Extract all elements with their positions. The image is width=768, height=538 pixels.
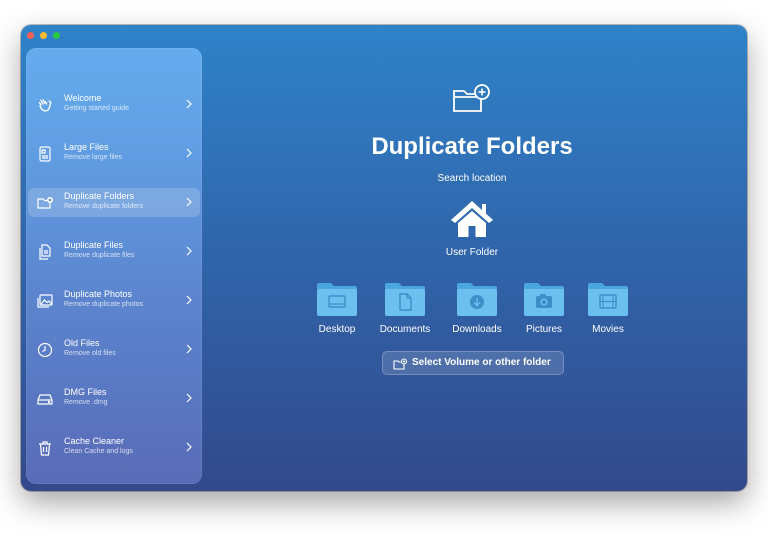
sidebar-item-title: Duplicate Photos (64, 289, 133, 299)
sidebar-item-title: Large Files (64, 142, 109, 152)
select-volume-button[interactable]: Select Volume or other folder (382, 351, 564, 375)
chevron-right-icon (186, 295, 192, 305)
folder-pictures[interactable]: Pictures (514, 281, 574, 335)
movies-folder-icon (578, 281, 638, 317)
chevron-right-icon (186, 99, 192, 109)
chevron-right-icon (186, 246, 192, 256)
sidebar-item-subtitle: Remove duplicate files (64, 252, 135, 259)
minimize-button[interactable] (40, 32, 47, 39)
sidebar-item-title: Duplicate Folders (64, 191, 135, 201)
drive-icon (36, 390, 54, 408)
folder-label: Documents (379, 324, 431, 335)
sidebar-item-subtitle: Remove duplicate photos (64, 301, 143, 308)
sidebar-item-dmg-files[interactable]: DMG Files Remove .dmg (28, 384, 200, 413)
chevron-right-icon (186, 148, 192, 158)
chevron-right-icon (186, 344, 192, 354)
sidebar-item-duplicate-folders[interactable]: Duplicate Folders Remove duplicate folde… (28, 188, 200, 217)
folder-label: Pictures (525, 324, 563, 335)
sidebar-item-duplicate-files[interactable]: Duplicate Files Remove duplicate files (28, 237, 200, 266)
folder-label: Movies (592, 324, 624, 335)
search-location-label: Search location (437, 173, 507, 184)
folder-plus-icon (393, 357, 408, 370)
folder-plus-icon (36, 194, 54, 212)
downloads-folder-icon (447, 281, 507, 317)
sidebar-item-subtitle: Remove old files (64, 350, 116, 357)
chevron-right-icon (186, 197, 192, 207)
window-controls (27, 32, 60, 39)
folder-plus-icon (451, 83, 491, 115)
folder-label: Desktop (318, 324, 356, 335)
large-file-icon (36, 145, 54, 163)
trash-icon (36, 439, 54, 457)
sidebar-item-subtitle: Remove duplicate folders (64, 203, 143, 210)
duplicate-files-icon (36, 243, 54, 261)
sidebar-item-title: Welcome (64, 93, 102, 103)
sidebar-item-old-files[interactable]: Old Files Remove old files (28, 335, 200, 364)
folder-movies[interactable]: Movies (578, 281, 638, 335)
sidebar-item-title: DMG Files (64, 387, 107, 397)
folder-desktop[interactable]: Desktop (307, 281, 367, 335)
select-volume-label: Select Volume or other folder (412, 357, 551, 368)
clock-icon (36, 341, 54, 359)
sidebar-item-duplicate-photos[interactable]: Duplicate Photos Remove duplicate photos (28, 286, 200, 315)
sidebar-item-subtitle: Getting started guide (64, 105, 129, 112)
home-icon[interactable] (449, 199, 495, 239)
folder-documents[interactable]: Documents (375, 281, 435, 335)
sidebar-item-title: Old Files (64, 338, 100, 348)
wave-hand-icon (36, 96, 54, 114)
documents-folder-icon (375, 281, 435, 317)
user-folder-label[interactable]: User Folder (445, 247, 499, 258)
sidebar-item-title: Cache Cleaner (64, 436, 125, 446)
folder-label: Downloads (452, 324, 502, 335)
sidebar-item-title: Duplicate Files (64, 240, 124, 250)
sidebar: Welcome Getting started guide Large File… (26, 48, 202, 484)
sidebar-item-subtitle: Remove large files (64, 154, 122, 161)
folder-downloads[interactable]: Downloads (447, 281, 507, 335)
app-window: Welcome Getting started guide Large File… (21, 25, 747, 491)
chevron-right-icon (186, 393, 192, 403)
close-button[interactable] (27, 32, 34, 39)
photos-icon (36, 292, 54, 310)
sidebar-item-subtitle: Remove .dmg (64, 399, 108, 406)
pictures-folder-icon (514, 281, 574, 317)
sidebar-item-welcome[interactable]: Welcome Getting started guide (28, 90, 200, 119)
sidebar-item-large-files[interactable]: Large Files Remove large files (28, 139, 200, 168)
sidebar-item-cache-cleaner[interactable]: Cache Cleaner Clean Cache and logs (28, 433, 200, 462)
chevron-right-icon (186, 442, 192, 452)
desktop-folder-icon (307, 281, 367, 317)
sidebar-item-subtitle: Clean Cache and logs (64, 448, 133, 455)
page-title: Duplicate Folders (371, 133, 573, 160)
zoom-button[interactable] (53, 32, 60, 39)
